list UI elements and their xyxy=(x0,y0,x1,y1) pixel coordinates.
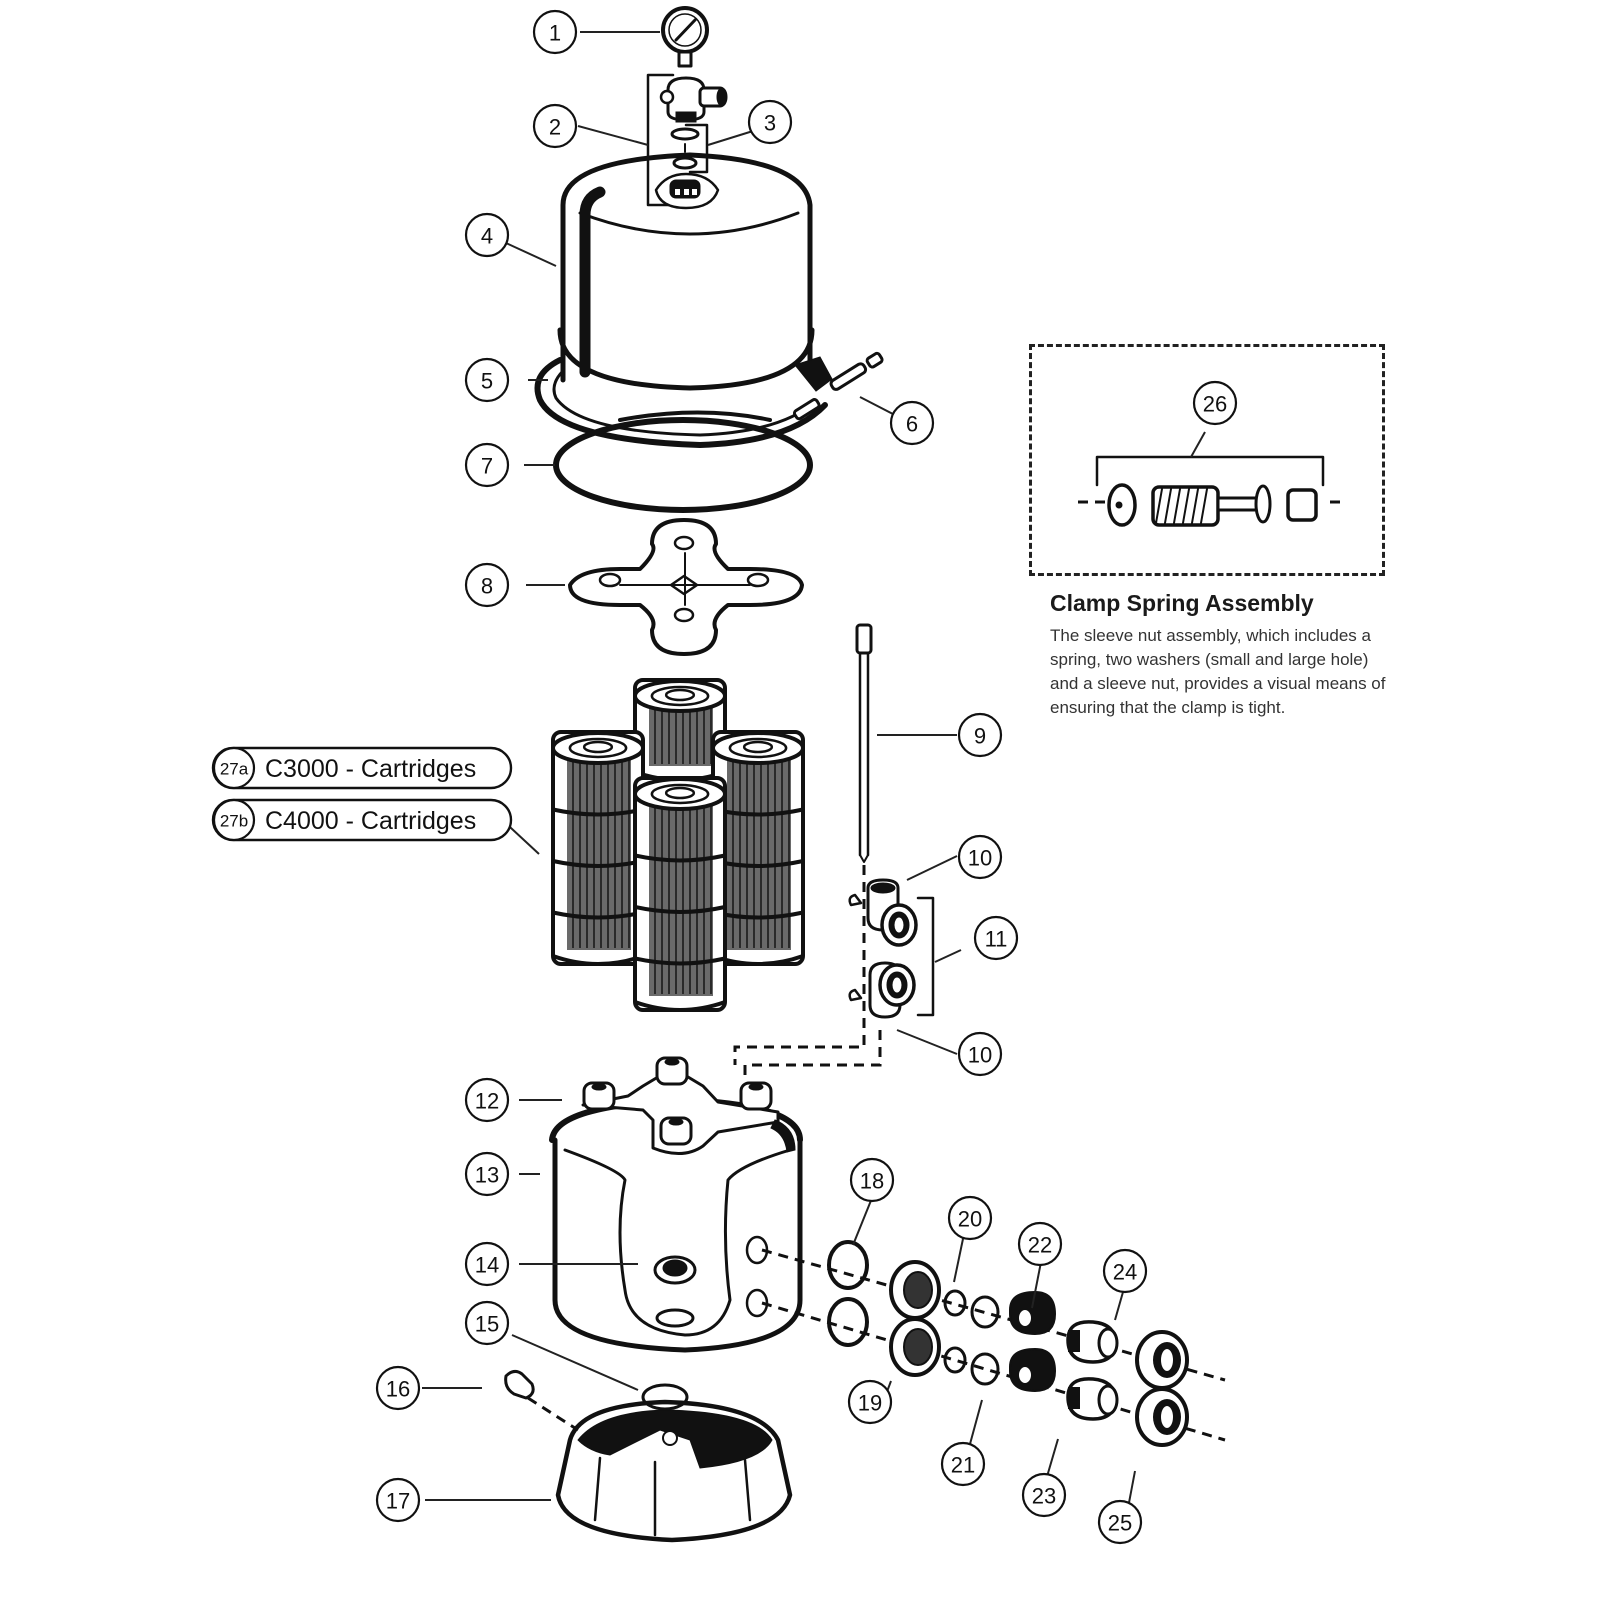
callout-25-union-nut: 25 xyxy=(1097,1499,1143,1545)
callout-16-drain-cap: 16 xyxy=(375,1365,421,1411)
cartridge-id: 27a xyxy=(220,760,249,779)
cartridge-label-text: C4000 - Cartridges xyxy=(265,807,476,835)
callout-number: 6 xyxy=(906,412,918,437)
callout-number: 3 xyxy=(764,111,776,136)
callout-number: 10 xyxy=(968,1043,992,1068)
filter-cartridges-drawing xyxy=(551,678,805,1012)
callout-number: 8 xyxy=(481,574,493,599)
cartridge-label-27b: 27b C4000 - Cartridges xyxy=(211,798,513,842)
callout-number: 18 xyxy=(860,1169,884,1194)
cartridge-back xyxy=(633,678,727,782)
callout-number: 7 xyxy=(481,454,493,479)
tank-o-ring-drawing xyxy=(553,417,813,513)
callout-10-elbow-fitting-lower: 10 xyxy=(957,1031,1003,1077)
elbow-assembly-drawing xyxy=(733,865,935,1075)
o-ring-small xyxy=(943,1346,967,1374)
adapter xyxy=(1009,1290,1057,1336)
callout-13-tank-body: 13 xyxy=(464,1151,510,1197)
air-relief-valve-drawing xyxy=(646,73,728,210)
callout-number: 2 xyxy=(549,115,561,140)
filter-stand-drawing xyxy=(504,1369,793,1543)
adapter xyxy=(1009,1347,1057,1393)
callout-23-adapter-lower: 23 xyxy=(1021,1472,1067,1518)
o-ring-small xyxy=(943,1289,967,1317)
callout-21-o-ring-lower: 21 xyxy=(940,1441,986,1487)
clamp-spring-assembly-panel xyxy=(1029,344,1385,576)
callout-15-drain-o-ring: 15 xyxy=(464,1300,510,1346)
callout-3-air-relief-washers: 3 xyxy=(747,99,793,145)
callout-5-clamp-band: 5 xyxy=(464,357,510,403)
cartridge-label-27a: 27a C3000 - Cartridges xyxy=(211,746,513,790)
cartridge-left xyxy=(551,730,645,966)
callout-number: 25 xyxy=(1108,1511,1132,1536)
callout-number: 15 xyxy=(475,1312,499,1337)
callout-1-pressure-gauge: 1 xyxy=(532,9,578,55)
callout-22-adapter-upper: 22 xyxy=(1017,1221,1063,1267)
o-ring-large xyxy=(827,1240,869,1290)
clamp-panel-description: The sleeve nut assembly, which includes … xyxy=(1050,626,1386,717)
callout-number: 10 xyxy=(968,846,992,871)
callout-11-elbow-assembly: 11 xyxy=(973,915,1019,961)
callout-18-bulkhead-o-ring-upper: 18 xyxy=(849,1157,895,1203)
clamp-band-drawing xyxy=(534,351,884,448)
callout-12-cartridge-base-manifold: 12 xyxy=(464,1077,510,1123)
callout-number: 9 xyxy=(974,724,986,749)
callout-number: 1 xyxy=(549,21,561,46)
callout-number: 21 xyxy=(951,1453,975,1478)
pressure-gauge-drawing xyxy=(661,6,709,68)
callout-7-tank-o-ring: 7 xyxy=(464,442,510,488)
cartridge-front xyxy=(633,776,727,1012)
callout-number: 17 xyxy=(386,1489,410,1514)
callout-6-clamp-bolt-and-nut: 6 xyxy=(889,400,935,446)
callout-number: 16 xyxy=(386,1377,410,1402)
callout-number: 26 xyxy=(1203,392,1227,417)
callout-number: 22 xyxy=(1028,1233,1052,1258)
callout-number: 19 xyxy=(858,1391,882,1416)
cartridge-id: 27b xyxy=(220,812,248,831)
callout-26-clamp-spring-assembly: 26 xyxy=(1192,380,1238,426)
callout-20-o-ring-upper: 20 xyxy=(947,1195,993,1241)
retainer-manifold-drawing xyxy=(568,518,804,656)
callout-number: 23 xyxy=(1032,1484,1056,1509)
callout-number: 12 xyxy=(475,1089,499,1114)
callout-4-tank-lid: 4 xyxy=(464,212,510,258)
callout-number: 5 xyxy=(481,369,493,394)
callout-number: 20 xyxy=(958,1207,982,1232)
callout-17-filter-stand: 17 xyxy=(375,1477,421,1523)
side-fittings-drawing xyxy=(761,1240,1226,1447)
air-bleed-tube-drawing xyxy=(855,623,873,863)
leader-lines xyxy=(422,31,1206,1509)
o-ring-large xyxy=(827,1297,869,1347)
callout-14-drain-nut: 14 xyxy=(464,1241,510,1287)
clamp-panel-title: Clamp Spring Assembly xyxy=(1050,590,1314,616)
callout-24-union-tailpiece: 24 xyxy=(1102,1248,1148,1294)
o-ring-medium xyxy=(970,1352,1000,1386)
callout-2-air-relief-valve-assembly: 2 xyxy=(532,103,578,149)
cartridge-label-text: C3000 - Cartridges xyxy=(265,755,476,783)
callout-number: 4 xyxy=(481,224,493,249)
cartridge-right xyxy=(711,730,805,966)
callout-10-elbow-fitting-upper: 10 xyxy=(957,834,1003,880)
callout-number: 13 xyxy=(475,1163,499,1188)
o-ring-medium xyxy=(970,1295,1000,1329)
callout-19-bulkhead-fitting: 19 xyxy=(847,1379,893,1425)
tank-lid-drawing xyxy=(557,152,815,391)
callout-number: 24 xyxy=(1113,1260,1137,1285)
callout-9-air-bleed-tube: 9 xyxy=(957,712,1003,758)
cartridge-labels: 27a C3000 - Cartridges 27b C4000 - Cartridg… xyxy=(211,746,513,842)
tank-body-drawing xyxy=(549,1056,803,1353)
callout-number: 14 xyxy=(475,1253,499,1278)
callout-number: 11 xyxy=(985,927,1008,952)
clamp-spring-drawing xyxy=(1078,455,1345,527)
callout-8-cartridge-retainer-manifold: 8 xyxy=(464,562,510,608)
